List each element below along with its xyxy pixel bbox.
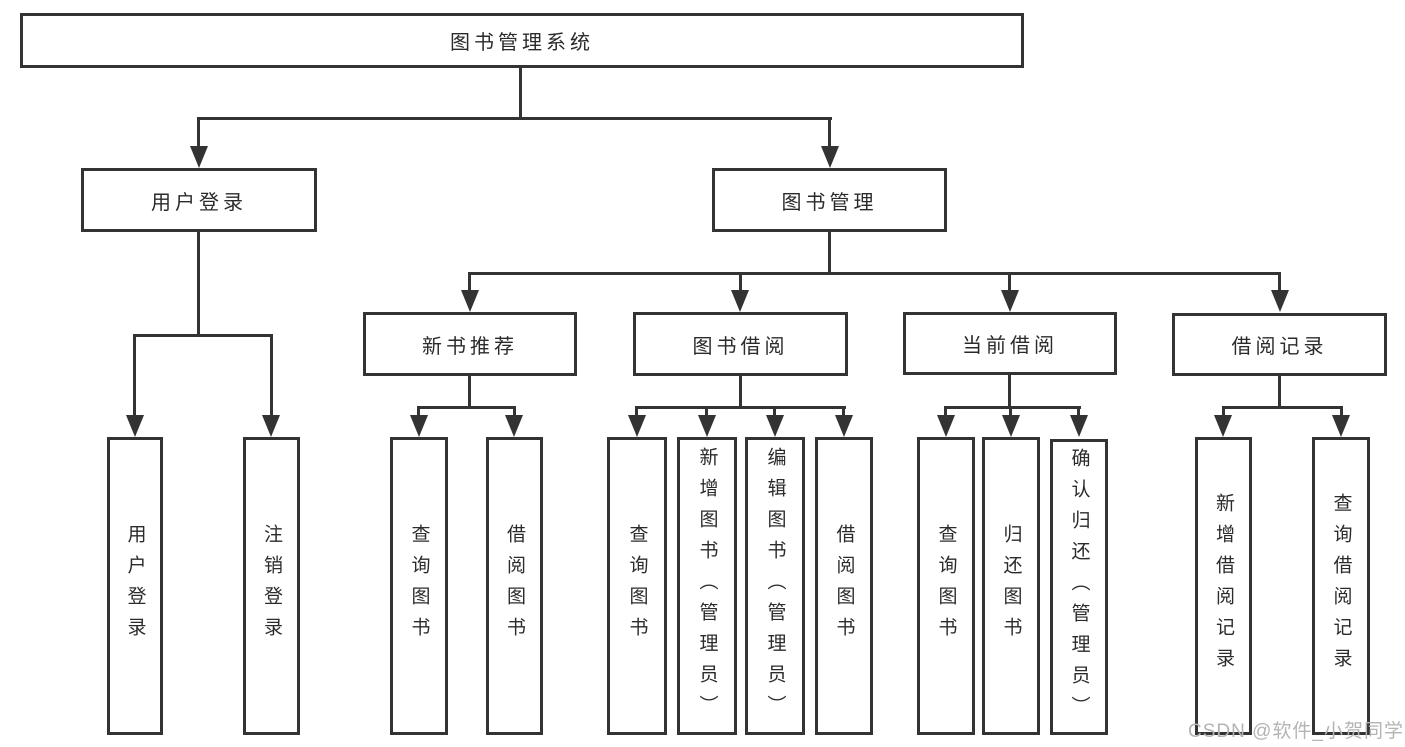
connector-rail <box>1222 406 1343 409</box>
connector-shaft <box>1278 272 1281 292</box>
node-new-book-recommendation: 新书推荐 <box>363 312 577 376</box>
node-leaf-confirm-return-admin: 确认归还（管理员） <box>1050 439 1108 735</box>
connector-rail <box>418 406 516 409</box>
node-leaf-borrow-books: 借阅图书 <box>486 437 543 735</box>
arrow-down-icon <box>1214 415 1232 437</box>
watermark: CSDN @软件_小贺同学 <box>1188 721 1404 742</box>
connector-shaft <box>1008 272 1011 292</box>
connector-trunk <box>739 375 742 408</box>
node-user-login: 用户登录 <box>81 168 317 232</box>
connector-user-login-trunk <box>197 232 200 336</box>
connector-trunk <box>1278 376 1281 408</box>
node-book-management: 图书管理 <box>712 168 947 232</box>
connector-shaft <box>417 406 420 418</box>
arrow-down-icon <box>126 415 144 437</box>
connector-rail <box>636 406 846 409</box>
node-leaf-add-books-admin: 新增图书（管理员） <box>677 437 737 735</box>
arrow-down-icon <box>1001 290 1019 312</box>
connector-root-rail <box>198 117 832 120</box>
node-borrowing-records: 借阅记录 <box>1172 313 1387 376</box>
arrow-down-icon <box>190 146 208 168</box>
arrow-down-icon <box>821 146 839 168</box>
connector-shaft <box>635 406 638 418</box>
connector-rail <box>945 406 1081 409</box>
connector-shaft <box>468 272 471 292</box>
arrow-down-icon <box>1332 415 1350 437</box>
arrow-down-icon <box>731 290 749 312</box>
connector-trunk <box>468 375 471 408</box>
connector-shaft <box>133 334 136 416</box>
node-leaf-user-login: 用户登录 <box>107 437 163 735</box>
connector-shaft <box>705 406 708 418</box>
node-leaf-query-borrow-record: 查询借阅记录 <box>1312 437 1370 735</box>
connector-shaft <box>1077 406 1080 418</box>
node-leaf-return-books: 归还图书 <box>982 437 1040 735</box>
connector-book-mgmt-trunk <box>828 232 831 274</box>
arrow-down-icon <box>937 415 955 437</box>
connector-shaft <box>773 406 776 418</box>
connector-book-mgmt-rail <box>469 272 1280 275</box>
connector-shaft <box>270 334 273 416</box>
arrow-down-icon <box>461 290 479 312</box>
arrow-down-icon <box>410 415 428 437</box>
arrow-down-icon <box>698 415 716 437</box>
arrow-down-icon <box>1271 290 1289 312</box>
connector-shaft <box>513 406 516 418</box>
connector-shaft <box>1222 406 1225 418</box>
arrow-down-icon <box>505 415 523 437</box>
connector-shaft <box>1340 406 1343 418</box>
node-leaf-query-books: 查询图书 <box>390 437 448 735</box>
node-leaf-query-books: 查询图书 <box>607 437 667 735</box>
node-leaf-add-borrow-record: 新增借阅记录 <box>1195 437 1252 735</box>
connector-user-login-rail <box>134 334 273 337</box>
node-leaf-borrow-books: 借阅图书 <box>815 437 873 735</box>
connector-shaft <box>1009 406 1012 418</box>
connector-root-trunk <box>519 68 522 118</box>
node-library-system: 图书管理系统 <box>20 13 1024 68</box>
node-leaf-query-books: 查询图书 <box>917 437 975 735</box>
connector-shaft <box>197 117 200 147</box>
connector-shaft <box>828 117 831 147</box>
arrow-down-icon <box>766 415 784 437</box>
connector-trunk <box>1008 375 1011 408</box>
connector-shaft <box>944 406 947 418</box>
node-current-borrowing: 当前借阅 <box>903 312 1117 375</box>
node-leaf-logout: 注销登录 <box>243 437 300 735</box>
arrow-down-icon <box>835 415 853 437</box>
arrow-down-icon <box>1070 415 1088 437</box>
node-book-borrowing: 图书借阅 <box>633 312 848 376</box>
node-leaf-edit-books-admin: 编辑图书（管理员） <box>745 437 805 735</box>
connector-shaft <box>739 272 742 292</box>
arrow-down-icon <box>262 415 280 437</box>
arrow-down-icon <box>1002 415 1020 437</box>
arrow-down-icon <box>628 415 646 437</box>
connector-shaft <box>842 406 845 418</box>
